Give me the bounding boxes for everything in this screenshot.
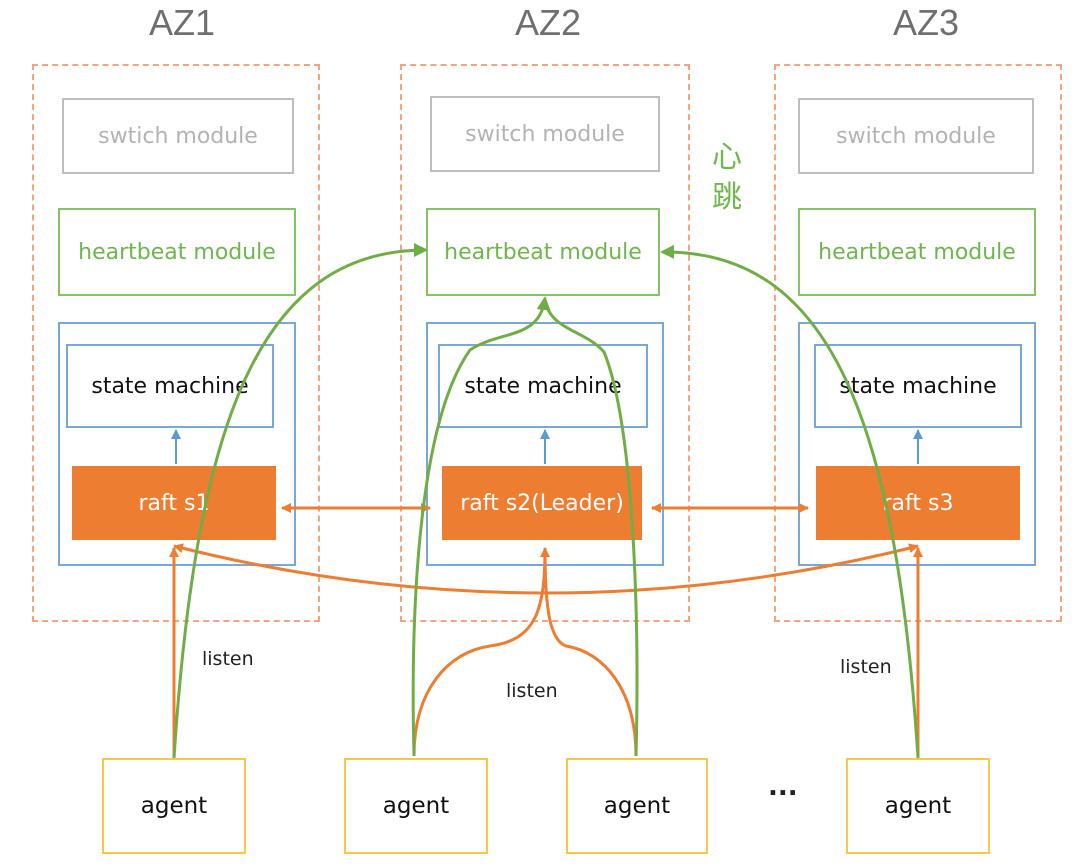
az3-state-machine: state machine xyxy=(814,344,1022,428)
az1-state-machine: state machine xyxy=(66,344,274,428)
heartbeat-note: 心跳 xyxy=(711,138,743,218)
agent-1: agent xyxy=(102,758,246,854)
az1-raft-node: raft s1 xyxy=(72,466,276,540)
heartbeat-note-char: 心 xyxy=(712,140,742,175)
listen-label-2: listen xyxy=(506,680,558,702)
listen-label-1: listen xyxy=(202,648,254,670)
az3-heartbeat-module: heartbeat module xyxy=(798,208,1036,296)
az2-heartbeat-module: heartbeat module xyxy=(426,208,660,296)
az2-switch-module: switch module xyxy=(430,96,660,172)
az3-title: AZ3 xyxy=(892,2,960,43)
az2-raft-leader-node: raft s2(Leader) xyxy=(442,466,642,540)
agent-3: agent xyxy=(566,758,708,854)
listen-label-3: listen xyxy=(840,656,892,678)
az2-state-machine: state machine xyxy=(438,344,648,428)
agent-2: agent xyxy=(344,758,488,854)
az1-switch-module: swtich module xyxy=(62,98,294,174)
az1-heartbeat-module: heartbeat module xyxy=(58,208,296,296)
az2-title: AZ2 xyxy=(514,2,582,43)
az3-switch-module: switch module xyxy=(798,98,1034,174)
az1-title: AZ1 xyxy=(148,2,216,43)
agent-4: agent xyxy=(846,758,990,854)
heartbeat-note-char: 跳 xyxy=(712,180,742,215)
more-agents-ellipsis: ... xyxy=(768,772,798,802)
az3-raft-node: raft s3 xyxy=(816,466,1020,540)
